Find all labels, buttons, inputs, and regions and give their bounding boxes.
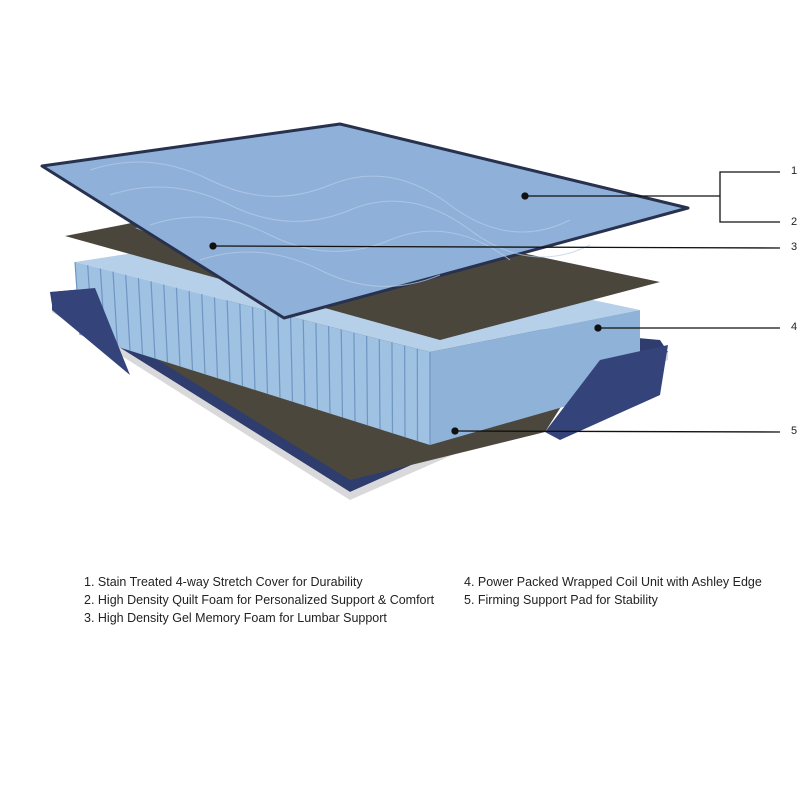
coil-stripe (125, 274, 131, 351)
coil-stripe (213, 297, 219, 379)
callout-2: 2 (791, 216, 798, 228)
coil-stripe (289, 316, 294, 402)
coil-stripe (226, 300, 231, 383)
coil-stripe (378, 339, 381, 430)
coil-stripe (391, 342, 394, 434)
coil-stripes (74, 261, 431, 445)
coil-stripe (137, 278, 144, 355)
coil-stripe (302, 319, 306, 406)
legend-item: 3. High Density Gel Memory Foam for Lumb… (84, 611, 387, 625)
callout-5: 5 (791, 425, 798, 437)
coil-unit-side (430, 310, 640, 445)
coil-stripe (353, 332, 356, 422)
legend-left: 1. Stain Treated 4-way Stretch Cover for… (84, 573, 434, 627)
coil-stripe (112, 271, 119, 347)
legend-item: 1. Stain Treated 4-way Stretch Cover for… (84, 575, 363, 589)
coil-stripe (327, 326, 331, 414)
coil-stripe (340, 329, 344, 418)
base-side-right (545, 345, 668, 440)
base-side-left (52, 288, 130, 375)
coil-stripe (163, 284, 169, 363)
coil-stripe (277, 313, 281, 398)
callout-lines (209, 171, 781, 435)
callout-1: 1 (791, 165, 798, 177)
coil-stripe (239, 303, 244, 387)
legend-right: 4. Power Packed Wrapped Coil Unit with A… (464, 573, 762, 609)
coil-stripe (366, 335, 369, 426)
cover-quilt-pattern (89, 161, 591, 287)
coil-stripe (150, 281, 156, 359)
coil-stripe (201, 294, 206, 375)
stretch-cover (40, 122, 690, 320)
legend-item: 4. Power Packed Wrapped Coil Unit with A… (464, 575, 762, 589)
legend-item: 5. Firming Support Pad for Stability (464, 593, 658, 607)
legend-item: 2. High Density Quilt Foam for Personali… (84, 593, 435, 607)
coil-unit-front (75, 262, 430, 445)
coil-stripe (264, 310, 269, 394)
callout-4: 4 (791, 321, 798, 333)
coil-stripe (175, 287, 181, 367)
coil-stripe (315, 323, 319, 410)
coil-stripe (251, 306, 256, 391)
coil-stripe (188, 290, 194, 371)
callout-3: 3 (791, 241, 798, 253)
